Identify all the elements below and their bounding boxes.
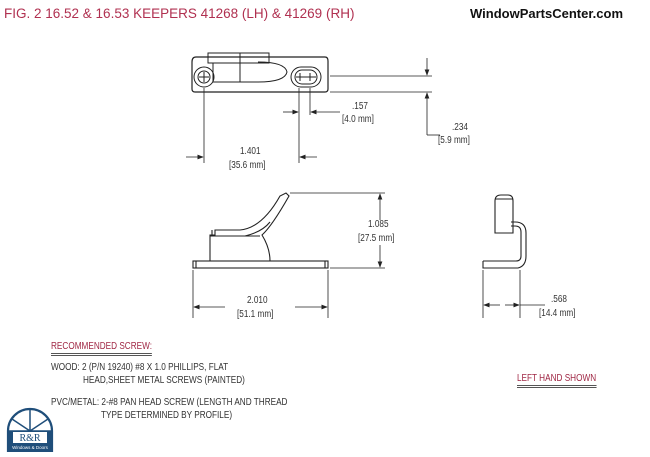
notes-heading: RECOMMENDED SCREW: (51, 341, 152, 356)
rr-logo-icon: R&R Windows & Doors (6, 407, 54, 452)
top-view (191, 52, 329, 93)
pvc-screw-line1: PVC/METAL: 2-#8 PAN HEAD SCREW (LENGTH A… (51, 397, 288, 408)
watermark: WindowPartsCenter.com (470, 6, 624, 21)
dim-overall-length-mm: [51.1 mm] (237, 309, 274, 320)
side-view-dimensions (482, 270, 545, 318)
dim-depth-inch: .568 (551, 294, 567, 305)
dim-overall-length-inch: 2.010 (247, 295, 268, 306)
screw-hole (193, 66, 215, 88)
top-view-dimensions (186, 58, 440, 163)
front-view-dimensions (192, 192, 385, 318)
dim-depth-mm: [14.4 mm] (539, 308, 576, 319)
dim-overall-height-inch: 1.085 (368, 219, 389, 230)
dim-hole-spacing-inch: 1.401 (240, 146, 261, 157)
wood-screw-line2: HEAD,SHEET METAL SCREWS (PAINTED) (83, 375, 245, 386)
hand-label: LEFT HAND SHOWN (517, 373, 597, 388)
dim-slot-width-mm: [4.0 mm] (342, 114, 374, 125)
dim-slot-width-inch: .157 (352, 101, 368, 112)
figure-title: FIG. 2 16.52 & 16.53 KEEPERS 41268 (LH) … (4, 6, 355, 21)
dim-hole-spacing-mm: [35.6 mm] (229, 160, 266, 171)
side-view (482, 194, 527, 269)
screw-slot (290, 66, 322, 88)
front-view (192, 192, 329, 269)
dim-top-height-mm: [5.9 mm] (438, 135, 470, 146)
dim-overall-height-mm: [27.5 mm] (358, 233, 395, 244)
pvc-screw-line2: TYPE DETERMINED BY PROFILE) (101, 410, 233, 421)
logo-subtext: Windows & Doors (12, 445, 49, 450)
logo-text: R&R (19, 433, 40, 444)
dim-top-height-inch: .234 (452, 122, 468, 133)
wood-screw-line1: WOOD: 2 (P/N 19240) #8 X 1.0 PHILLIPS, F… (51, 362, 229, 373)
